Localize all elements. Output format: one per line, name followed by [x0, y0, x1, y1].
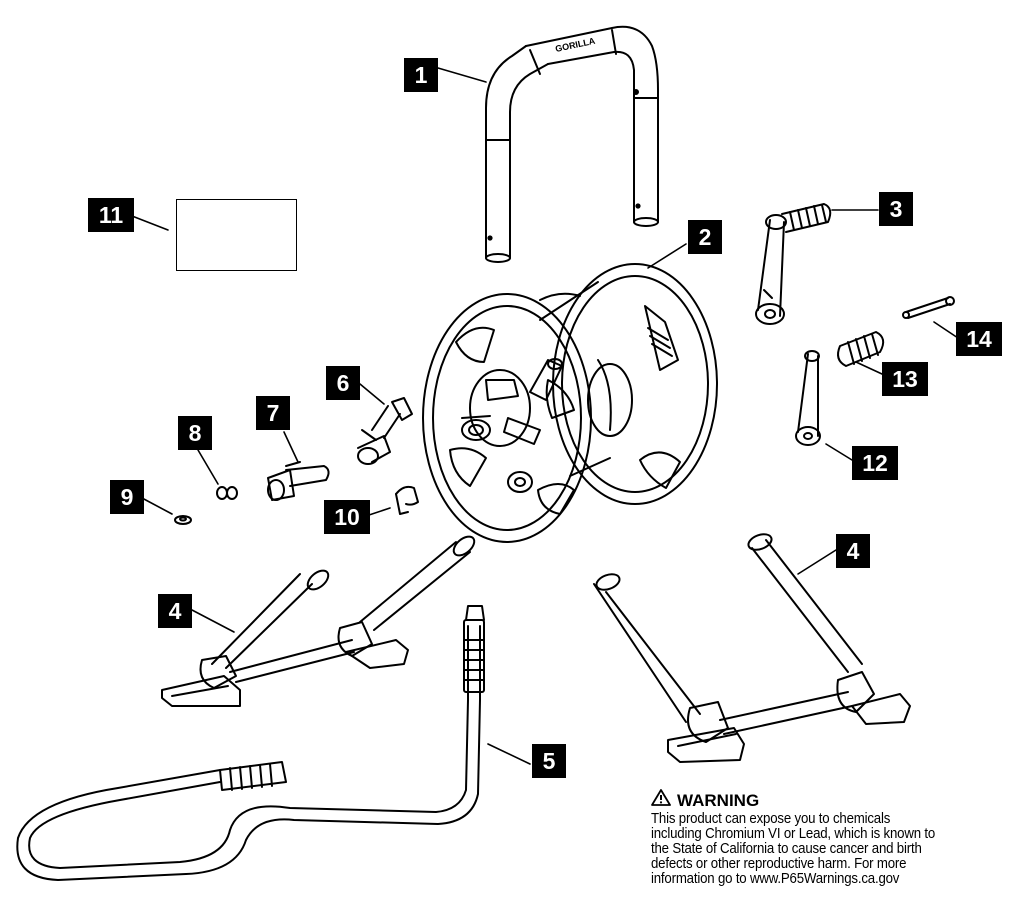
callout-9: 9 [110, 480, 144, 514]
warning-line: defects or other reproductive harm. For … [651, 856, 907, 872]
callout-3: 3 [879, 192, 913, 226]
callout-14: 14 [956, 322, 1002, 356]
warning-body: This product can expose you to chemicals… [651, 812, 1014, 887]
part-6-inlet-fitting [357, 397, 413, 465]
callout-10: 10 [324, 500, 370, 534]
part-8-o-rings [216, 486, 238, 500]
callout-2: 2 [688, 220, 722, 254]
leader-lines [131, 67, 959, 765]
part-10-clip [395, 485, 419, 515]
callout-5: 5 [532, 744, 566, 778]
part-3-crank [755, 203, 832, 325]
part-11-manual [176, 199, 297, 271]
callout-4-right: 4 [836, 534, 870, 568]
callout-12: 12 [852, 446, 898, 480]
callout-4-left: 4 [158, 594, 192, 628]
warning-triangle-icon [651, 789, 671, 812]
warning-title-text: WARNING [677, 790, 760, 810]
part-5-hose [16, 605, 485, 881]
callout-11: 11 [88, 198, 134, 232]
warning-line: information go to www.P65Warnings.ca.gov [651, 871, 900, 887]
callout-8: 8 [178, 416, 212, 450]
part-1-handle: GORILLA [485, 25, 659, 263]
warning-line: This product can expose you to chemicals [651, 811, 891, 827]
part-2-reel [422, 263, 718, 543]
callout-13: 13 [882, 362, 928, 396]
part-9-washer [174, 515, 192, 525]
part-4-right-leg [593, 533, 911, 763]
part-4-left-leg [161, 535, 476, 707]
part-12-crank-arm [795, 350, 821, 446]
warning-line: including Chromium VI or Lead, which is … [651, 826, 936, 842]
part-14-pin [902, 296, 955, 319]
callout-1: 1 [404, 58, 438, 92]
part-7-elbow [267, 461, 330, 501]
warning-title: WARNING [651, 789, 1011, 812]
part-13-grip [837, 331, 885, 367]
warning-line: the State of California to cause cancer … [651, 841, 922, 857]
callout-7: 7 [256, 396, 290, 430]
prop65-warning: WARNING This product can expose you to c… [651, 789, 1011, 887]
callout-6: 6 [326, 366, 360, 400]
